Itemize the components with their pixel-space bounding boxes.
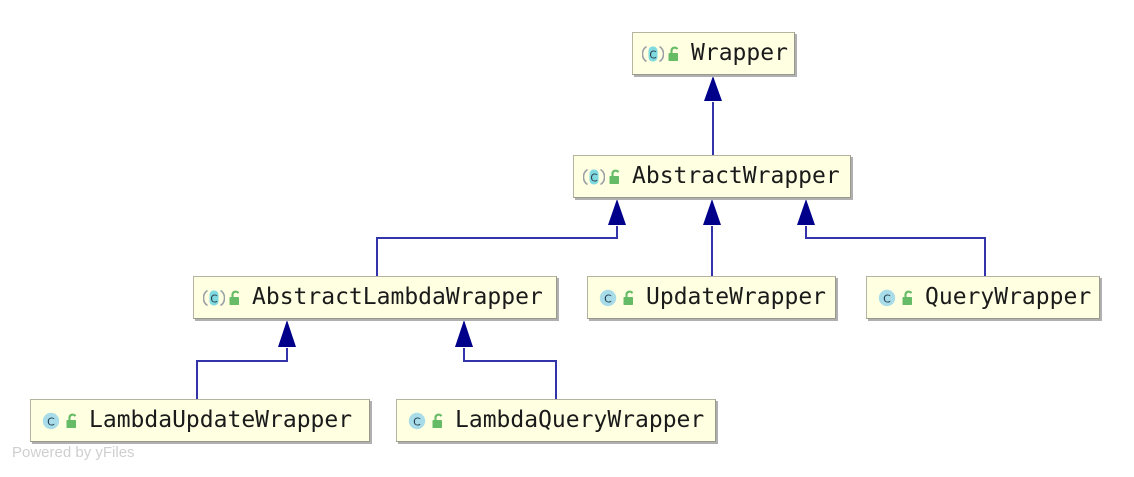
- class-abstract-icon: C: [583, 168, 605, 185]
- uml-class-name: UpdateWrapper: [646, 284, 827, 310]
- edge-updatewrapper-to-abstractwrapper: [703, 199, 721, 276]
- unlocked-public-icon: [668, 46, 679, 61]
- uml-class-node-abstract-lambda-wrapper[interactable]: C AbstractLambdaWrapper: [193, 276, 557, 319]
- node-icon-group: C: [406, 410, 446, 432]
- uml-class-node-lambda-query-wrapper[interactable]: C LambdaQueryWrapper: [396, 399, 716, 442]
- unlocked-public-icon: [66, 413, 77, 428]
- edge-querywrapper-to-abstractwrapper: [797, 199, 986, 276]
- edge-lambdaupdatewrapper-to-abstractlambdawrapper: [196, 320, 296, 399]
- node-icon-group: C: [583, 166, 623, 188]
- node-icon-group: C: [40, 410, 80, 432]
- uml-class-name: QueryWrapper: [925, 284, 1092, 310]
- uml-class-name: LambdaUpdateWrapper: [89, 407, 353, 433]
- uml-class-node-wrapper[interactable]: C Wrapper: [632, 32, 795, 75]
- class-concrete-icon: C: [42, 412, 60, 429]
- svg-text:C: C: [883, 292, 891, 305]
- class-concrete-icon: C: [599, 289, 617, 306]
- uml-class-name: AbstractLambdaWrapper: [252, 284, 543, 310]
- svg-text:C: C: [210, 293, 217, 305]
- uml-class-node-lambda-update-wrapper[interactable]: C LambdaUpdateWrapper: [30, 399, 370, 442]
- class-concrete-icon: C: [408, 412, 426, 429]
- uml-class-node-abstract-wrapper[interactable]: C AbstractWrapper: [573, 155, 851, 198]
- edge-abstractwrapper-to-wrapper: [704, 76, 722, 155]
- uml-class-node-update-wrapper[interactable]: C UpdateWrapper: [587, 276, 836, 319]
- class-concrete-icon: C: [878, 289, 896, 306]
- unlocked-public-icon: [609, 169, 620, 184]
- unlocked-public-icon: [229, 290, 240, 305]
- class-abstract-icon: C: [642, 45, 664, 62]
- unlocked-public-icon: [432, 413, 443, 428]
- uml-class-name: Wrapper: [691, 40, 788, 66]
- svg-text:C: C: [590, 172, 597, 184]
- node-icon-group: C: [597, 287, 637, 309]
- unlocked-public-icon: [623, 290, 634, 305]
- uml-class-node-query-wrapper[interactable]: C QueryWrapper: [866, 276, 1100, 319]
- class-abstract-icon: C: [203, 289, 225, 306]
- node-icon-group: C: [203, 287, 243, 309]
- svg-text:C: C: [47, 415, 55, 428]
- svg-text:C: C: [604, 292, 612, 305]
- svg-text:C: C: [413, 415, 421, 428]
- edge-abstractlambdawrapper-to-abstractwrapper: [376, 199, 626, 276]
- uml-class-name: LambdaQueryWrapper: [455, 407, 705, 433]
- node-icon-group: C: [876, 287, 916, 309]
- svg-text:C: C: [649, 49, 656, 61]
- node-icon-group: C: [642, 43, 682, 65]
- yfiles-watermark: Powered by yFiles: [12, 444, 135, 461]
- edge-lambdaquerywrapper-to-abstractlambdawrapper: [455, 320, 557, 399]
- uml-class-name: AbstractWrapper: [632, 163, 840, 189]
- unlocked-public-icon: [902, 290, 913, 305]
